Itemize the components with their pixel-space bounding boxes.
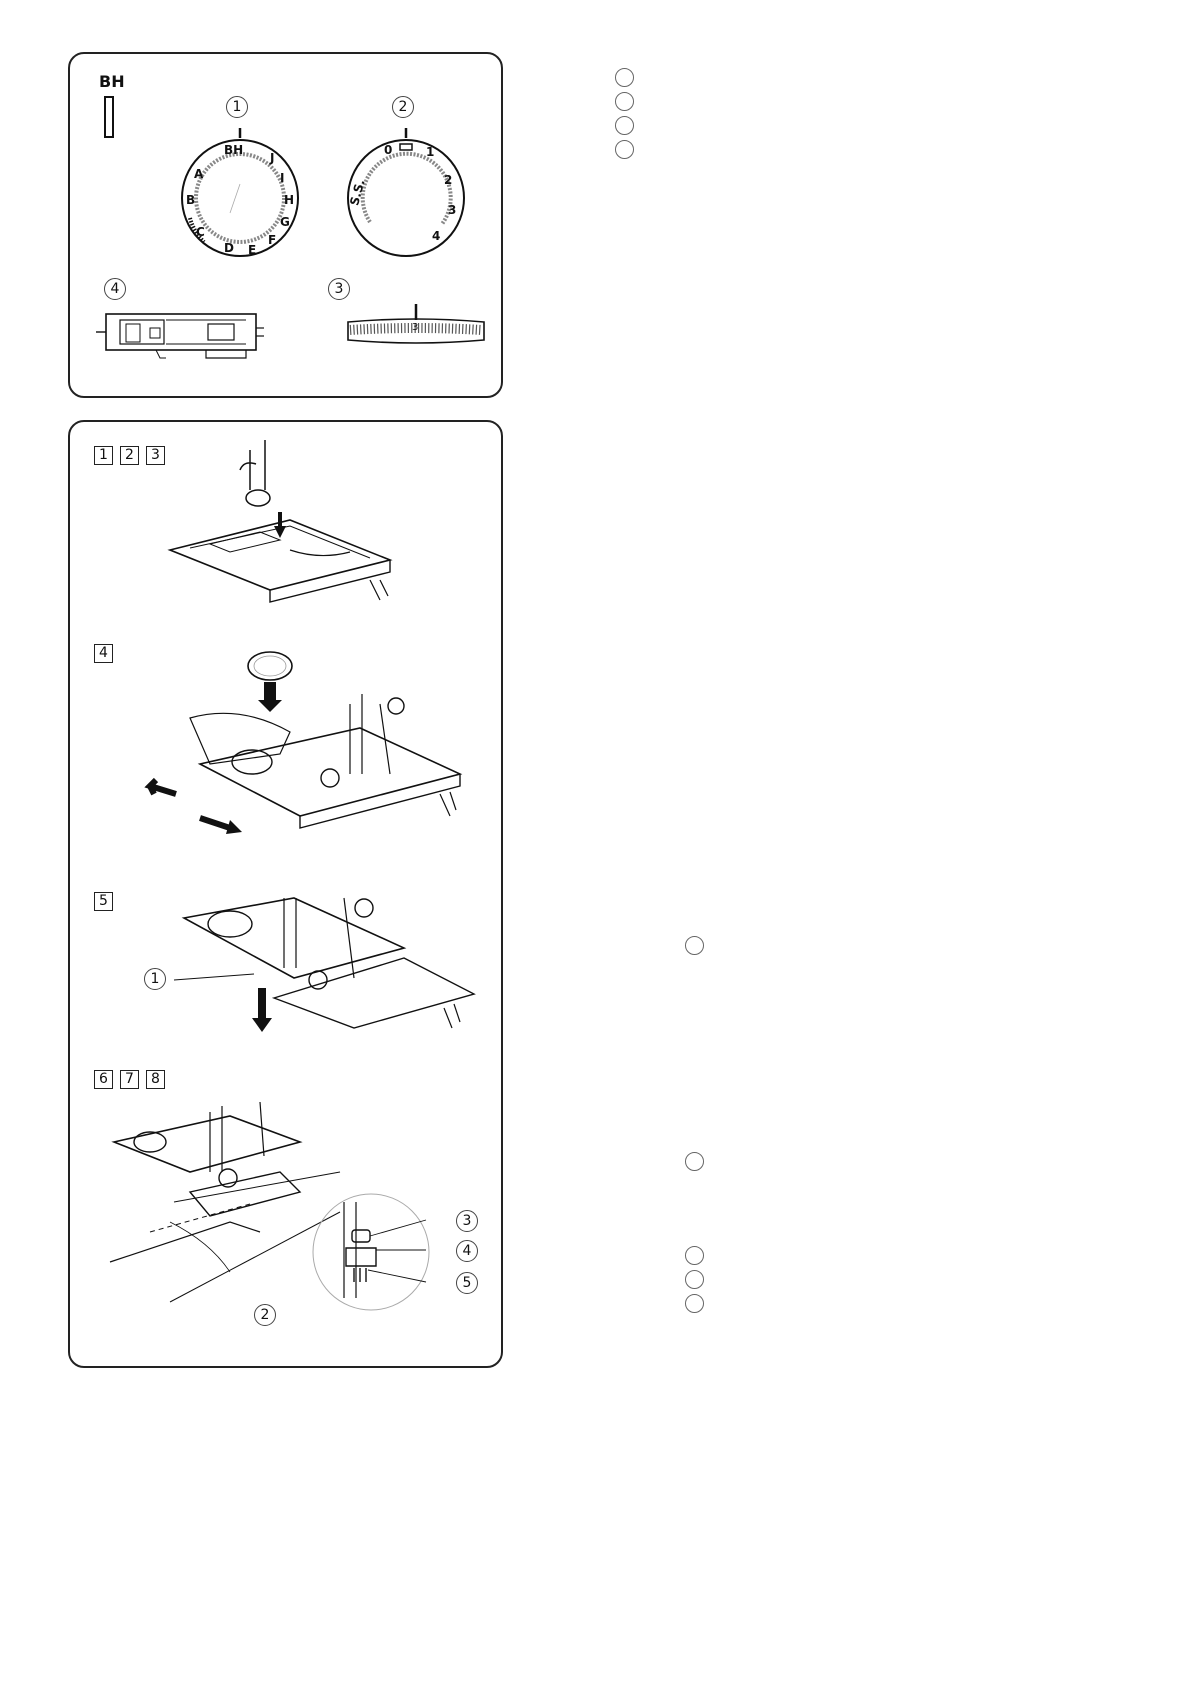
buttonhole-symbol-icon — [104, 96, 114, 138]
step-number-4: 4 — [94, 644, 113, 663]
dial-letter-j: J — [269, 151, 274, 165]
buttonhole-foot-illustration — [96, 313, 264, 359]
dial-letter-i: I — [280, 171, 284, 185]
callout-fabric-mark: 2 — [254, 1304, 276, 1326]
callout-buttonhole-lever: 1 — [144, 968, 166, 990]
dial-letters: BH J I H G F E D C B A — [186, 143, 294, 257]
dial-letter-bh: BH — [224, 143, 243, 157]
dial-letter-b: B — [186, 193, 195, 207]
callout-buttonhole-foot: 4 — [104, 278, 126, 300]
dial-letter-c: C — [196, 225, 205, 239]
step-number-7: 7 — [120, 1070, 139, 1089]
stitch-width-dial[interactable]: 0 1 2 3 4 S.S. — [336, 128, 476, 268]
marker-step8-5 — [685, 1294, 704, 1313]
marker-step8-4 — [685, 1270, 704, 1289]
dial-letter-d: D — [224, 241, 234, 255]
sew-buttonhole-illustration — [109, 1101, 341, 1303]
callout-pattern-dial: 1 — [226, 96, 248, 118]
detail-magnifier-illustration — [312, 1193, 430, 1311]
step-number-5: 5 — [94, 892, 113, 911]
marker-top-3 — [615, 116, 634, 135]
step-number-6: 6 — [94, 1070, 113, 1089]
dial-letter-a: A — [194, 167, 204, 181]
length-label: 3 — [412, 322, 418, 333]
marker-top-2 — [615, 92, 634, 111]
marker-step8-3 — [685, 1246, 704, 1265]
pattern-selector-dial[interactable]: BH J I H G F E D C B A — [170, 128, 310, 268]
marker-step8-2 — [685, 1152, 704, 1171]
buttonhole-steps-panel: 1 2 3 4 5 1 — [68, 420, 503, 1368]
marker-top-1 — [615, 68, 634, 87]
callout-detail-4: 4 — [456, 1240, 478, 1262]
width-label-ss: S.S. — [347, 178, 367, 207]
step-number-1: 1 — [94, 446, 113, 465]
width-label-0: 0 — [384, 143, 392, 157]
marker-step5-1 — [685, 936, 704, 955]
width-label-2: 2 — [444, 173, 452, 187]
step-number-8: 8 — [146, 1070, 165, 1089]
width-label-4: 4 — [432, 229, 440, 243]
lower-lever-illustration — [173, 897, 476, 1032]
step-number-2: 2 — [120, 446, 139, 465]
dial-letter-e: E — [248, 243, 256, 257]
width-label-3: 3 — [448, 203, 456, 217]
dial-letter-h: H — [284, 193, 294, 207]
marker-top-4 — [615, 140, 634, 159]
callout-length-dial: 3 — [328, 278, 350, 300]
dial-letter-f: F — [268, 233, 276, 247]
attach-foot-illustration — [167, 440, 393, 603]
callout-detail-5: 5 — [456, 1272, 478, 1294]
pattern-label: BH — [99, 72, 125, 91]
step-number-3: 3 — [146, 446, 165, 465]
stitch-settings-panel: BH 1 BH J I H G F E D C B A 2 0 1 2 3 — [68, 52, 503, 398]
dial-letter-g: G — [280, 215, 290, 229]
insert-button-illustration — [144, 651, 463, 834]
callout-width-dial: 2 — [392, 96, 414, 118]
callout-detail-3: 3 — [456, 1210, 478, 1232]
width-label-1: 1 — [426, 145, 434, 159]
stitch-length-dial[interactable]: 3 — [346, 304, 486, 350]
